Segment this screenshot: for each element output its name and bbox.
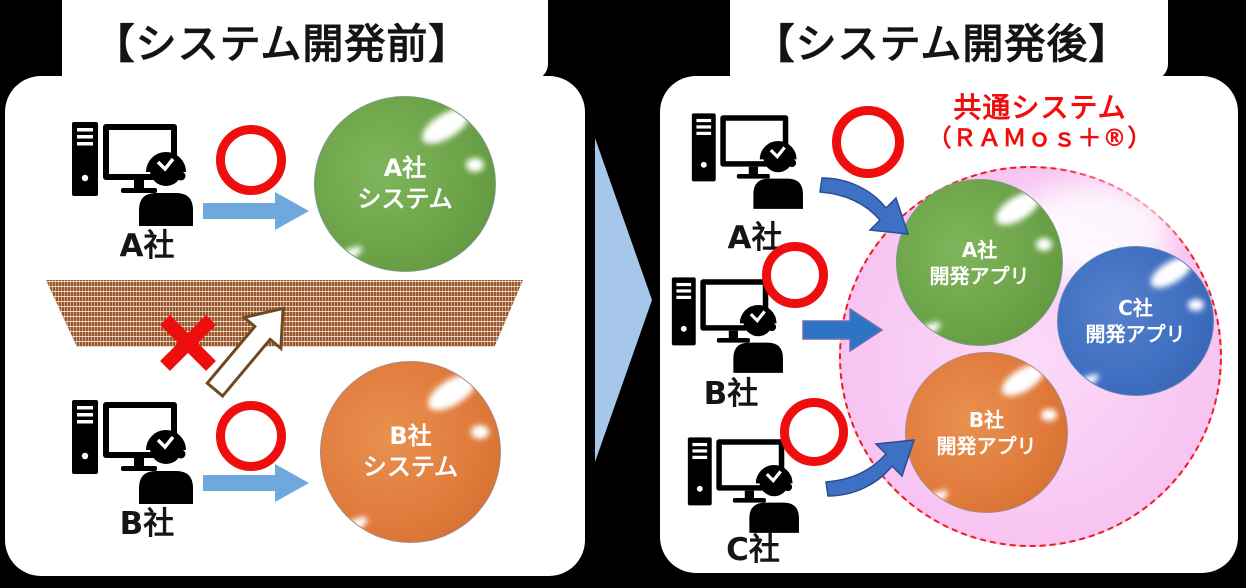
common-system-name: 共通システム (953, 91, 1127, 124)
gloss-highlight (1188, 298, 1204, 311)
system-a-sphere: A社 システム (314, 96, 496, 272)
company-b-label: B社 (703, 376, 759, 412)
pc-user-icon (70, 392, 205, 504)
sphere-label-line1: A社 (383, 153, 427, 182)
sphere-label-line1: A社 (961, 237, 998, 262)
common-system-title: 共通システム （ＲＡＭｏｓ＋®） (908, 91, 1172, 153)
gloss-highlight (417, 101, 476, 152)
sphere-label-line2: システム (362, 453, 459, 481)
company-b-label: B社 (119, 506, 175, 542)
gloss-highlight (990, 185, 1045, 231)
after-title: 【システム開発後】 (753, 20, 1131, 68)
cross-blocked-icon (160, 315, 216, 371)
company-a-label: A社 (119, 228, 175, 264)
gloss-highlight (1035, 237, 1053, 251)
sphere-label-line2: 開発アプリ (936, 433, 1037, 458)
arrow-right-icon (203, 192, 309, 230)
sphere-label-line1: B社 (389, 421, 432, 450)
pc-user-icon (690, 106, 814, 209)
arrow-right-icon (203, 464, 309, 502)
pc-user-icon (70, 114, 205, 226)
ok-circle-icon (832, 106, 904, 178)
before-title: 【システム開発前】 (93, 20, 471, 68)
sphere-label-line2: 開発アプリ (1085, 322, 1186, 346)
app-a-sphere: A社 開発アプリ (896, 179, 1063, 346)
common-system-product: （ＲＡＭｏｓ＋®） (927, 124, 1153, 153)
curved-arrow-down-right-icon (819, 177, 910, 235)
system-b-sphere: B社 システム (320, 361, 501, 543)
sphere-label-line1: C社 (1118, 296, 1153, 320)
sphere-label-line2: システム (357, 185, 453, 213)
before-title-band: 【システム開発前】 (62, 0, 548, 80)
after-title-band: 【システム開発後】 (730, 0, 1168, 80)
company-c-label: C社 (726, 532, 780, 568)
gloss-highlight (1145, 251, 1197, 294)
ok-circle-icon (762, 242, 828, 308)
sphere-label-line1: B社 (968, 407, 1005, 432)
through-wall-arrow-icon (205, 306, 285, 399)
sphere-label-line2: 開発アプリ (929, 263, 1030, 288)
transition-chevron-icon (595, 138, 652, 462)
app-b-sphere: B社 開発アプリ (905, 352, 1068, 513)
gloss-highlight (422, 367, 482, 418)
gloss-highlight (466, 157, 485, 172)
barrier-wall (46, 280, 523, 347)
curved-arrow-up-right-icon (825, 439, 916, 497)
gloss-highlight (1041, 408, 1058, 422)
arrow-right-icon (802, 307, 884, 353)
ok-circle-icon (216, 401, 286, 471)
gloss-highlight (471, 425, 490, 440)
ok-circle-icon (216, 125, 286, 195)
app-c-sphere: C社 開発アプリ (1057, 246, 1214, 396)
ok-circle-icon (780, 398, 848, 466)
